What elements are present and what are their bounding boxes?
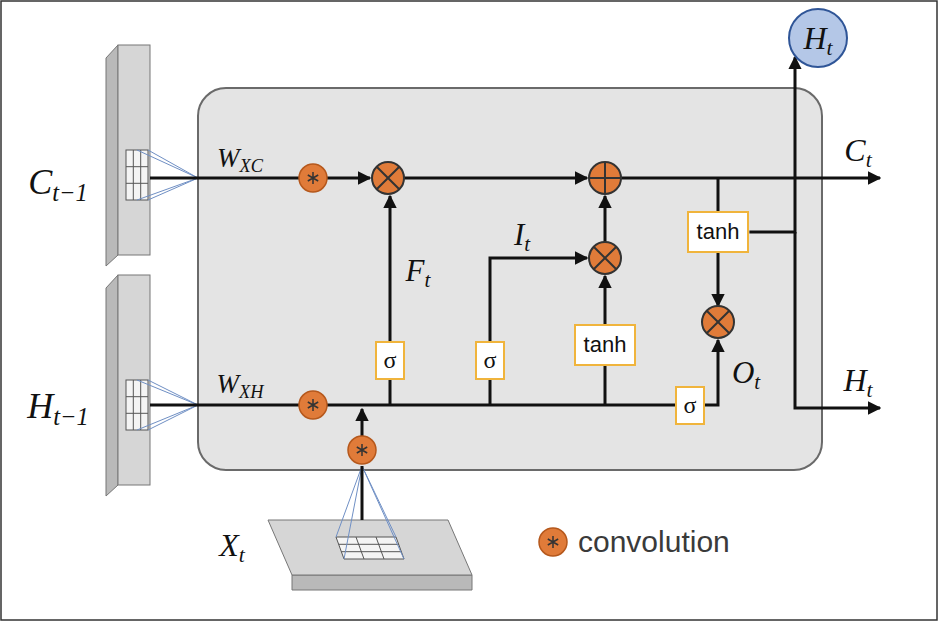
cell-state-map <box>106 45 198 266</box>
sigmoid-box: σ <box>475 341 505 380</box>
state-label: Ht <box>803 20 832 57</box>
gate-name: Ot <box>732 357 760 388</box>
output-connector <box>749 57 795 232</box>
legend-symbol <box>548 536 558 548</box>
input-name: Xt <box>219 529 245 561</box>
gate-name: Ft <box>406 255 431 286</box>
legend-text: convolution <box>578 527 730 557</box>
gate-function: σ <box>384 347 397 374</box>
tanh-box: tanh <box>687 211 750 253</box>
gate-function: tanh <box>697 219 740 245</box>
gate-function: σ <box>684 392 697 419</box>
gate-function: tanh <box>584 332 627 358</box>
convolution-operator <box>299 164 376 464</box>
weight-name: WXH <box>217 371 264 398</box>
tanh-box: tanh <box>574 324 637 366</box>
state-name: Ht−1 <box>27 388 89 424</box>
gate-name: It <box>514 219 530 250</box>
state-name: Ht <box>843 364 872 396</box>
legend-swatch <box>539 528 567 556</box>
output-state-circle: Ht <box>788 8 848 68</box>
gate-function: σ <box>484 347 497 374</box>
pointwise-operator <box>372 162 734 338</box>
hidden-state-map <box>106 275 198 496</box>
state-name: Ct <box>844 134 871 166</box>
weight-name: WXC <box>217 145 263 172</box>
cell-body <box>198 88 822 470</box>
sigmoid-box: σ <box>675 386 705 425</box>
wires <box>150 178 880 520</box>
input-map <box>268 466 472 590</box>
sigmoid-box: σ <box>375 341 405 380</box>
state-name: Ct−1 <box>28 164 88 200</box>
